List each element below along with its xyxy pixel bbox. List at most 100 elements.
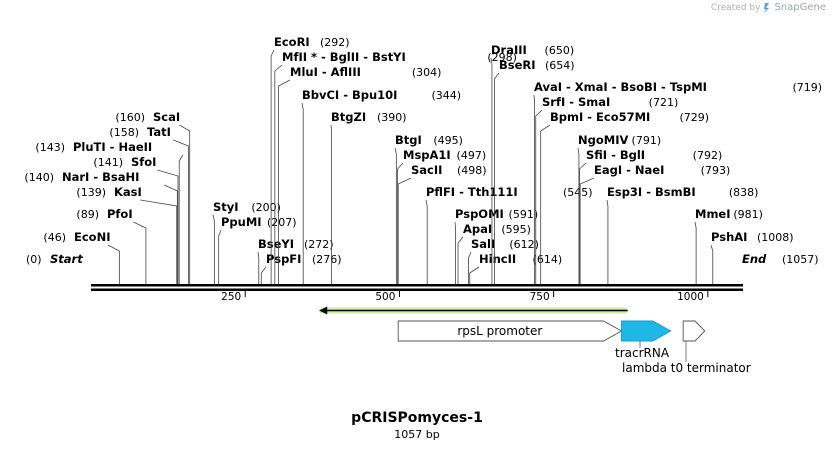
site-position: (344)	[431, 89, 461, 102]
site-name: BpmI - Eco57MI	[550, 110, 650, 124]
primer-arrow	[319, 306, 628, 315]
restriction-site: PspFI(276)	[260, 252, 342, 284]
site-leader-line	[164, 184, 178, 284]
feature-arrow	[397, 320, 623, 342]
site-leader-line	[494, 72, 500, 284]
restriction-site: MfII * - BglII - BstYI(298)	[274, 50, 517, 284]
site-leader-line	[178, 154, 184, 284]
restriction-site: SfoI (141)	[93, 155, 179, 284]
site-name: NarI - BsaHI	[62, 170, 139, 184]
site-position: (139)	[76, 186, 106, 199]
site-leader-line	[425, 199, 428, 284]
feature-arrow	[621, 320, 672, 342]
site-name: PpuMI	[221, 215, 262, 229]
site-position: (158)	[109, 126, 139, 139]
site-name: BseRI	[499, 58, 536, 72]
site-position: (729)	[679, 111, 709, 124]
restriction-site: NarI - BsaHI (140)	[24, 170, 178, 284]
site-name: NgoMIV	[578, 133, 628, 147]
feature-label-lambda-t0-terminator: lambda t0 terminator	[622, 361, 751, 375]
site-name: EagI - NaeI	[594, 163, 664, 177]
plasmid-size: 1057 bp	[394, 428, 440, 441]
site-leader-line	[179, 124, 191, 284]
site-position: (140)	[24, 171, 54, 184]
site-position: (200)	[251, 201, 281, 214]
site-leader-line	[533, 94, 535, 284]
site-position: (650)	[545, 44, 575, 57]
site-leader-line	[535, 109, 543, 284]
site-position: (89)	[76, 208, 99, 221]
site-position: (160)	[115, 111, 145, 124]
site-leader-line	[694, 221, 697, 284]
restriction-site: KasI(139)	[76, 185, 178, 284]
site-name: EcoRI	[274, 35, 310, 49]
restriction-site: AvaI - XmaI - BsoBI - TspMI(719)	[533, 80, 822, 284]
site-name: SfoI	[131, 155, 156, 169]
start-position: (0)	[26, 253, 42, 266]
restriction-site: BpmI - Eco57MI (729)	[540, 110, 709, 284]
restriction-site: NgoMIV (791)	[577, 133, 662, 284]
site-leader-line	[274, 64, 283, 284]
site-leader-line	[397, 177, 412, 284]
site-position: (143)	[35, 141, 65, 154]
restriction-site: ApaI(595)	[457, 222, 531, 284]
site-leader-line	[579, 177, 595, 284]
site-position: (791)	[632, 134, 662, 147]
watermark-brand: SnapGene	[774, 2, 826, 13]
site-position: (298)	[487, 51, 517, 64]
ruler-tick-label: 1000	[677, 291, 704, 303]
restriction-site: EagI - NaeI (793)	[579, 163, 731, 284]
site-name: StyI	[213, 200, 239, 214]
site-position: (545)	[563, 186, 593, 199]
site-name: PshAI	[711, 230, 747, 244]
site-leader-line	[468, 251, 472, 284]
site-leader-line	[606, 199, 609, 284]
restriction-site: TatI (158)	[109, 125, 189, 284]
feature-label-rpsl-promoter: rpsL promoter	[457, 324, 542, 338]
site-position: (838)	[729, 186, 759, 199]
site-position: (276)	[312, 253, 342, 266]
site-name: PspOMI	[455, 207, 504, 221]
site-name: EcoNI	[74, 230, 110, 244]
restriction-site: MmeI(981)	[694, 207, 763, 284]
ruler-tick-label: 500	[375, 291, 395, 303]
site-position: (390)	[377, 111, 407, 124]
site-position: (612)	[509, 238, 539, 251]
site-leader-line	[540, 124, 551, 284]
site-name: MluI - AflIII	[290, 65, 361, 79]
restriction-site: BseRI(654)	[494, 58, 575, 284]
site-position: (793)	[701, 164, 731, 177]
feature	[682, 320, 706, 342]
site-leader-line	[218, 229, 222, 284]
site-leader-line	[454, 221, 456, 284]
restriction-site: SfiI - BglI(792)	[579, 148, 722, 284]
site-name: BtgI	[395, 133, 422, 147]
site-leader-line	[490, 57, 493, 284]
site-name: PflFI - Tth111I	[426, 185, 518, 199]
site-position: (141)	[93, 156, 123, 169]
site-name: BbvCI - Bpu10I	[302, 88, 397, 102]
site-position: (614)	[533, 253, 563, 266]
site-leader-line	[212, 214, 215, 284]
site-name: PfoI	[107, 207, 133, 221]
site-position: (721)	[649, 96, 679, 109]
site-name: PluTI - HaeII	[73, 140, 152, 154]
site-leader-line	[330, 124, 332, 284]
site-leader-line	[107, 244, 120, 284]
site-leader-line	[457, 236, 464, 284]
restriction-site: BtgI(495)	[394, 133, 463, 284]
site-position: (207)	[267, 216, 297, 229]
site-name: TatI	[147, 125, 171, 139]
feature	[397, 320, 623, 342]
site-name: SalI	[471, 237, 495, 251]
site-leader-line	[278, 79, 291, 284]
site-name: MspA1I	[403, 148, 451, 162]
site-position: (272)	[304, 238, 334, 251]
site-position: (292)	[320, 36, 350, 49]
restriction-site: PfoI (89)	[76, 207, 147, 284]
site-position: (719)	[792, 81, 822, 94]
site-name: Esp3I - BsmBI	[607, 185, 696, 199]
plasmid-name: pCRISPomyces-1	[351, 410, 483, 426]
site-position: (591)	[509, 208, 539, 221]
